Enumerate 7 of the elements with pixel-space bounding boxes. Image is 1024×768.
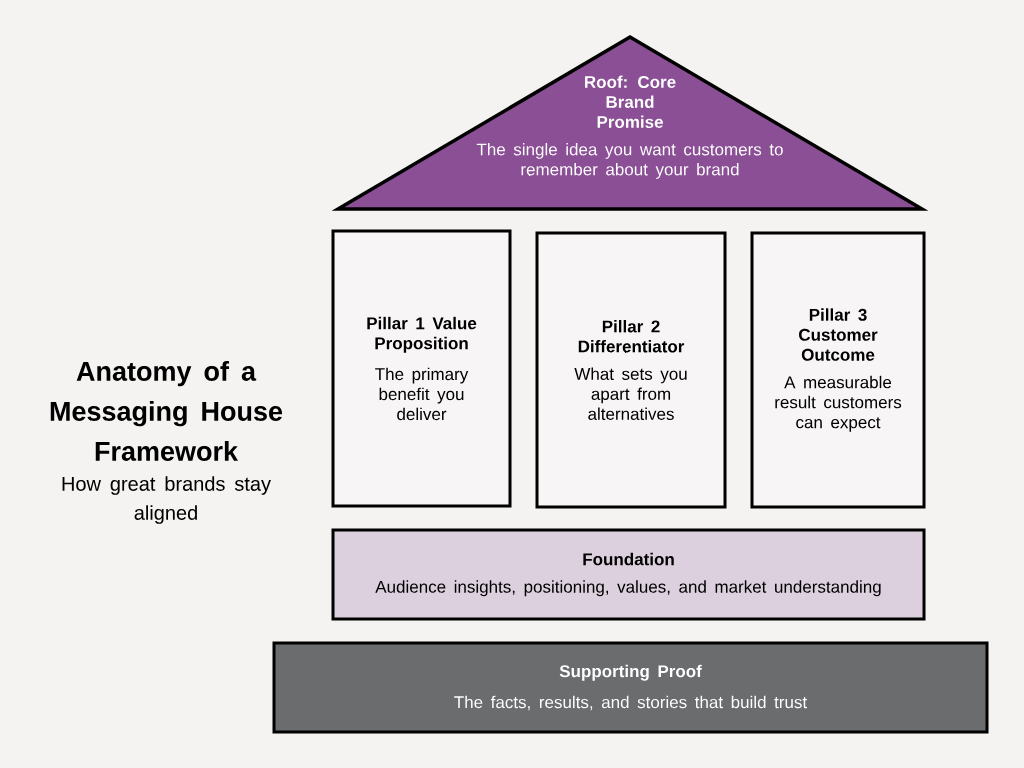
title: Anatomy of a Messaging House Framework xyxy=(50,361,283,461)
foundation-band: Supporting Proof The facts, results, and stories that build trust xyxy=(272,641,989,734)
foundation-band: Foundation Audience insights, positioning, values, and market understanding xyxy=(331,528,926,621)
subtitle: How great brands stay aligned xyxy=(62,476,271,524)
pillar-box: Pillar 3 Customer Outcome A measurable result customers can expect xyxy=(750,231,926,509)
pillar-box: Pillar 2 Differentiator What sets you apart from alternatives xyxy=(535,231,727,509)
pillar-box: Pillar 1 Value Proposition The primary benefit you deliver xyxy=(331,229,512,508)
